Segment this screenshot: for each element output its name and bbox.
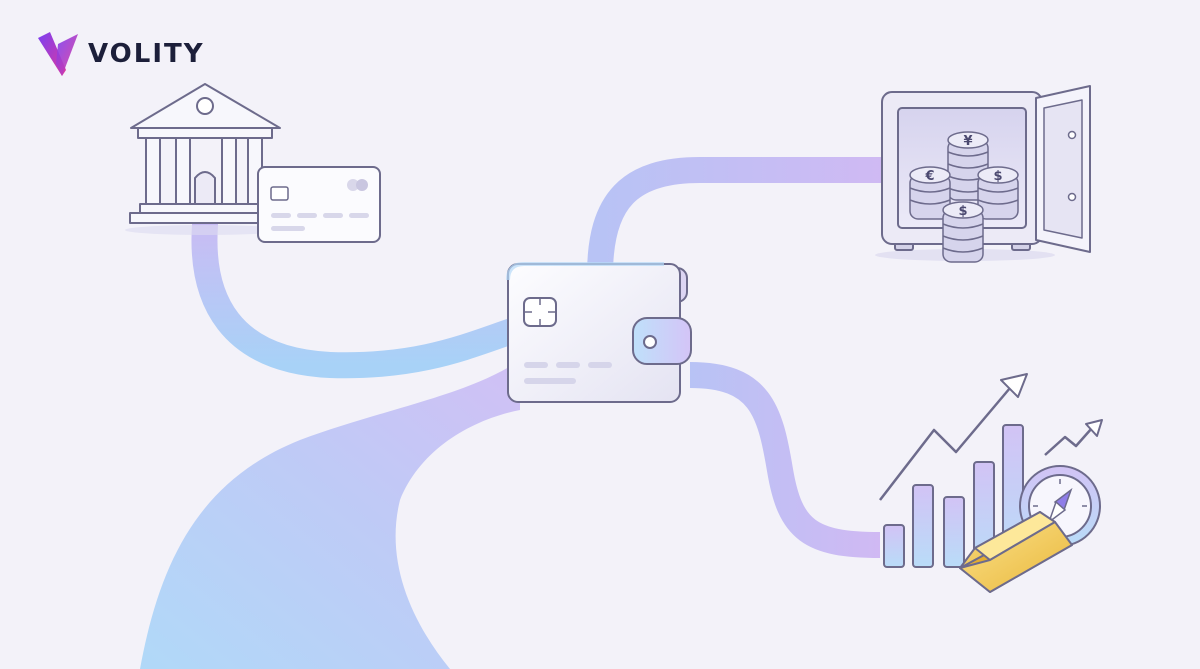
euro-symbol: € xyxy=(924,169,934,184)
safe-with-coins-icon: ¥ € $ $ xyxy=(875,85,1091,263)
flow-bank-to-wallet xyxy=(191,212,528,379)
growth-chart-icon xyxy=(879,373,1103,568)
brand: VOLITY xyxy=(38,34,205,74)
dollar-symbol-front: $ xyxy=(958,204,967,219)
credit-card-icon xyxy=(257,166,381,243)
compass-icon xyxy=(1019,465,1101,547)
bank-building-icon xyxy=(129,83,281,224)
wallet-icon xyxy=(506,262,692,403)
brand-name: VOLITY xyxy=(88,39,205,69)
gold-bar-icon xyxy=(959,511,1073,593)
brand-logo-space xyxy=(38,34,78,74)
yen-symbol: ¥ xyxy=(963,134,972,149)
dollar-symbol-right: $ xyxy=(993,169,1002,184)
volity-v-logo-icon xyxy=(38,32,78,76)
big-flow-river xyxy=(140,360,520,669)
flow-wallet-to-growth xyxy=(689,362,881,558)
coin-stacks xyxy=(909,131,1019,263)
flow-wallet-to-safe xyxy=(587,157,890,276)
